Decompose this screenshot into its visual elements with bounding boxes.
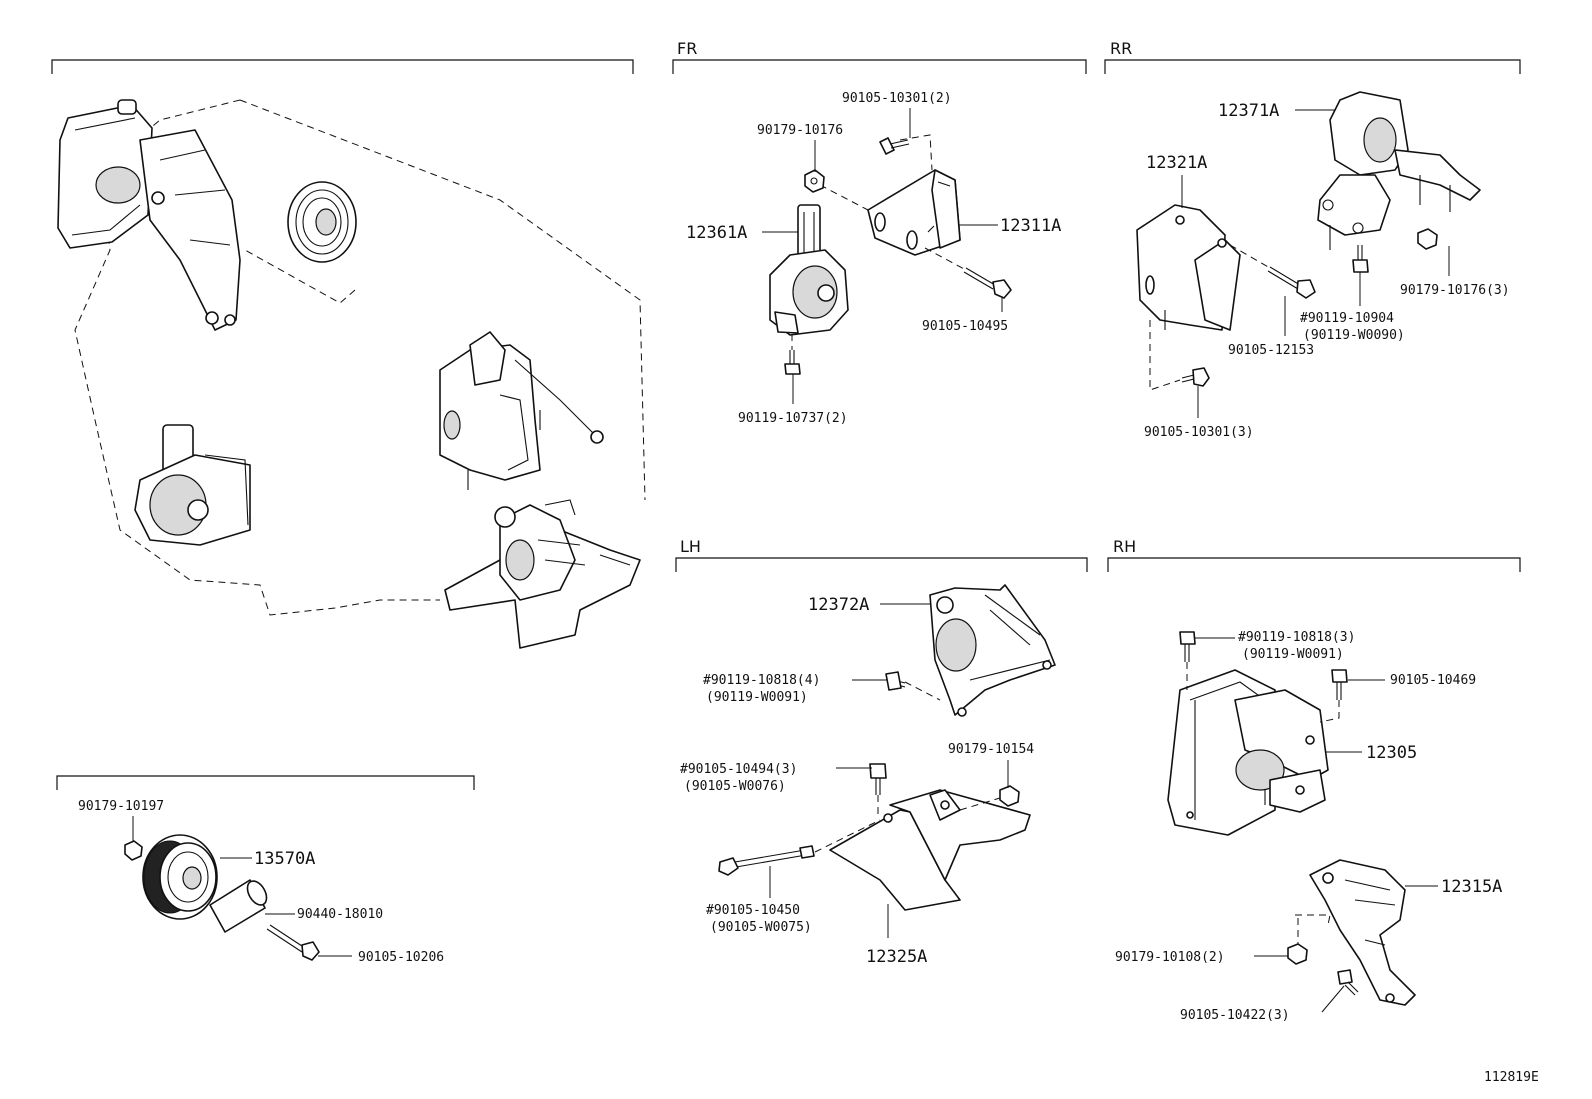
part-labels: 90105-10301(2) 90179-10176 12361A 12311A… xyxy=(78,91,1539,1085)
rr-bolt-12153 xyxy=(1267,266,1316,299)
fr-bolt-10737 xyxy=(784,350,801,375)
label-fr-bracket-12311a: 12311A xyxy=(1000,216,1061,236)
fr-section xyxy=(769,134,1012,375)
label-fr-mount-12361a: 12361A xyxy=(686,223,747,243)
rr-bracket-12321a xyxy=(1136,204,1241,331)
pulley-collar-18010 xyxy=(209,879,268,933)
fr-mount-12361a xyxy=(769,204,849,336)
lh-bolt-10818 xyxy=(885,671,906,691)
section-title-fr: FR xyxy=(677,39,697,58)
label-rh-nut-10108: 90179-10108(2) xyxy=(1115,950,1225,965)
leader-lines xyxy=(132,108,1450,1013)
label-rr-bracket-12321a: 12321A xyxy=(1146,153,1207,173)
label-rh-bracket-12315a: 12315A xyxy=(1441,877,1502,897)
label-rh-bolt-10818: #90119-10818(3) xyxy=(1238,630,1355,645)
overview-rr-mount xyxy=(439,331,604,490)
rh-bolt-10469 xyxy=(1331,669,1348,700)
lh-mount-12372a xyxy=(929,584,1056,717)
label-rr-bolt-10301: 90105-10301(3) xyxy=(1144,425,1254,440)
bracket-pulley xyxy=(56,775,475,790)
label-lh-bolt-w0091: (90119-W0091) xyxy=(706,690,808,705)
label-rh-bolt-10469: 90105-10469 xyxy=(1390,673,1476,688)
fr-bracket-12311a xyxy=(867,169,961,256)
lh-bolt-10494 xyxy=(869,763,887,795)
label-rr-bolt-12153: 90105-12153 xyxy=(1228,343,1314,358)
label-rh-mount-12305: 12305 xyxy=(1366,743,1417,763)
bracket-lh xyxy=(675,557,1088,572)
label-lh-bolt-w0075: (90105-W0075) xyxy=(710,920,812,935)
rr-mount-12371a xyxy=(1317,91,1481,250)
rh-mount-12305 xyxy=(1167,669,1329,836)
rr-bolt-10904 xyxy=(1352,245,1369,273)
label-rr-bolt-w0090: (90119-W0090) xyxy=(1303,328,1405,343)
label-lh-bolt-10494: #90105-10494(3) xyxy=(680,762,797,777)
label-rr-nut-10176: 90179-10176(3) xyxy=(1400,283,1510,298)
section-brackets xyxy=(51,59,1521,790)
rh-bolt-10818 xyxy=(1179,631,1196,662)
label-lh-bolt-10450: #90105-10450 xyxy=(706,903,800,918)
lh-bolt-10450 xyxy=(718,845,815,876)
engine-overview xyxy=(57,99,646,649)
lh-nut-10154 xyxy=(999,785,1020,807)
section-title-rh: RH xyxy=(1113,537,1136,556)
overview-lh-mount xyxy=(444,499,641,649)
label-lh-mount-12372a: 12372A xyxy=(808,595,869,615)
overview-fr-mount xyxy=(134,424,251,546)
overview-idler-pulley xyxy=(287,181,357,263)
pulley-13570a xyxy=(142,834,218,920)
fr-nut-10176 xyxy=(804,169,825,193)
section-title-lh: LH xyxy=(680,537,701,556)
label-lh-nut-10154: 90179-10154 xyxy=(948,742,1034,757)
label-pulley-bolt-10206: 90105-10206 xyxy=(358,950,444,965)
rr-nut-10176 xyxy=(1417,228,1438,250)
figure-id: 112819E xyxy=(1484,1070,1539,1085)
label-fr-bolt-10495: 90105-10495 xyxy=(922,319,1008,334)
overview-rh-mount xyxy=(57,99,241,331)
pulley-nut-10197 xyxy=(124,840,143,861)
bracket-overview xyxy=(51,59,634,74)
label-pulley-13570a: 13570A xyxy=(254,849,315,869)
label-rr-bolt-10904: #90119-10904 xyxy=(1300,311,1394,326)
label-lh-bolt-10818: #90119-10818(4) xyxy=(703,673,820,688)
fr-bolt-10495 xyxy=(963,267,1012,299)
lh-section xyxy=(718,584,1056,911)
label-fr-bolt-10301: 90105-10301(2) xyxy=(842,91,952,106)
fr-bolt-10301 xyxy=(879,137,910,155)
pulley-section xyxy=(124,834,320,961)
rh-nut-10108 xyxy=(1287,943,1308,965)
label-lh-bolt-w0076: (90105-W0076) xyxy=(684,779,786,794)
label-fr-bolt-10737: 90119-10737(2) xyxy=(738,411,848,426)
label-lh-bracket-12325a: 12325A xyxy=(866,947,927,967)
rh-bolt-10422 xyxy=(1337,969,1359,996)
rr-bolt-10301 xyxy=(1181,367,1210,387)
rh-section xyxy=(1167,631,1416,1006)
label-pulley-nut-10197: 90179-10197 xyxy=(78,799,164,814)
label-rh-bolt-w0091: (90119-W0091) xyxy=(1242,647,1344,662)
rh-bracket-12315a xyxy=(1309,859,1416,1006)
pulley-bolt-10206 xyxy=(266,924,320,961)
lh-bracket-12325a xyxy=(829,789,1031,911)
bracket-rr xyxy=(1104,59,1521,74)
section-title-rr: RR xyxy=(1110,39,1132,58)
bracket-fr xyxy=(672,59,1087,74)
label-fr-nut-10176: 90179-10176 xyxy=(757,123,843,138)
label-rh-bolt-10422: 90105-10422(3) xyxy=(1180,1008,1290,1023)
rr-section xyxy=(1136,91,1481,391)
label-rr-mount-12371a: 12371A xyxy=(1218,101,1279,121)
label-pulley-collar-18010: 90440-18010 xyxy=(297,907,383,922)
bracket-rh xyxy=(1107,557,1521,572)
